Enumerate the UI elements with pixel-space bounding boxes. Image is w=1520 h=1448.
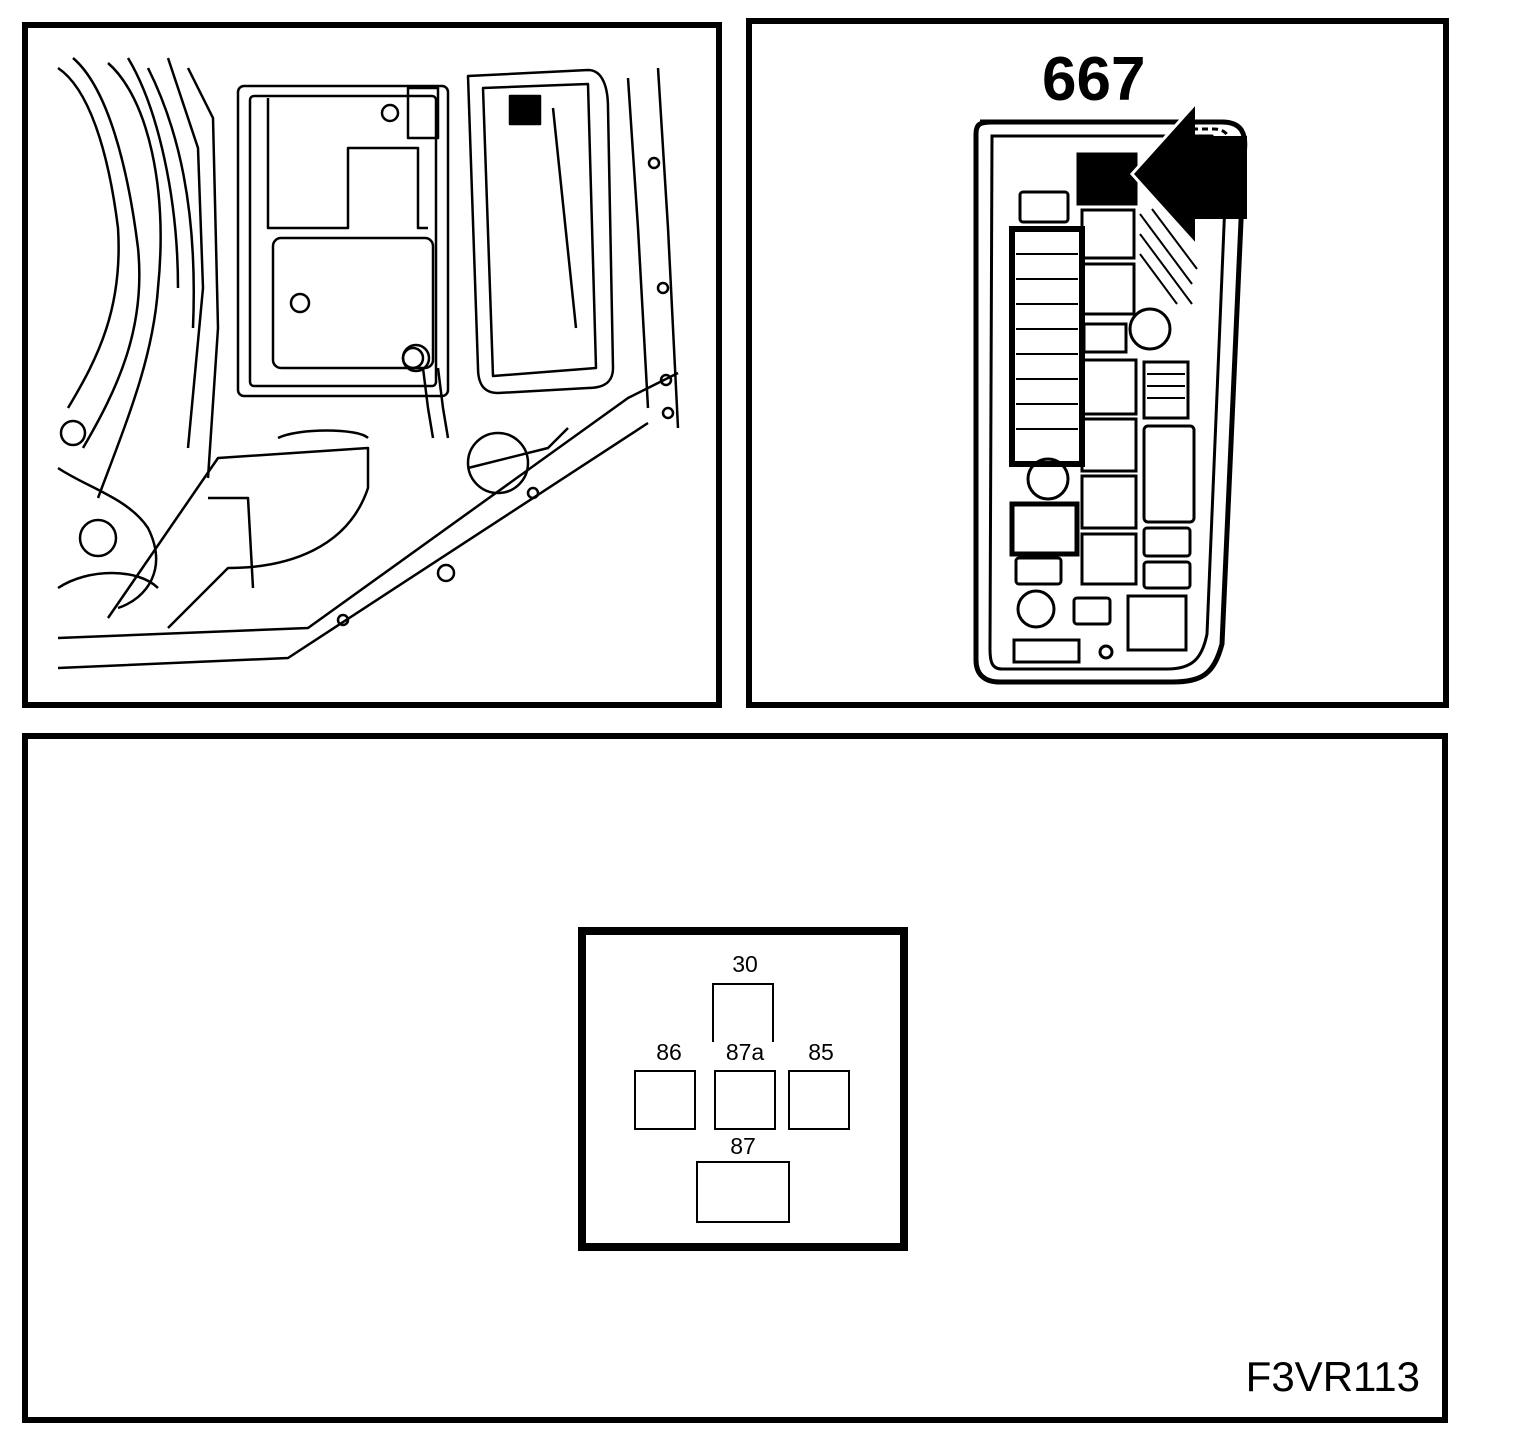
pin-label-86: 86 [656, 1039, 682, 1065]
relay-pinout-panel: 30 86 87a 85 87 F3VR113 [22, 733, 1448, 1423]
pin-label-87: 87 [730, 1133, 756, 1159]
pin-87 [696, 1161, 790, 1223]
pin-label-30: 30 [732, 951, 758, 977]
relay-number-label: 667 [1042, 45, 1146, 114]
pin-30 [712, 983, 774, 1042]
pin-86 [634, 1070, 696, 1130]
engine-compartment-illustration [22, 22, 722, 708]
fuse-box-layout: 667 [746, 18, 1449, 708]
pin-label-85: 85 [808, 1039, 834, 1065]
figure-code: F3VR113 [1245, 1353, 1420, 1400]
relay-base: 30 86 87a 85 87 [578, 927, 908, 1251]
pin-87a [714, 1070, 776, 1130]
engine-compartment-drawing [57, 57, 680, 670]
pin-85 [788, 1070, 850, 1130]
pin-label-87a: 87a [725, 1039, 765, 1065]
fuse-box-drawing [973, 102, 1248, 685]
